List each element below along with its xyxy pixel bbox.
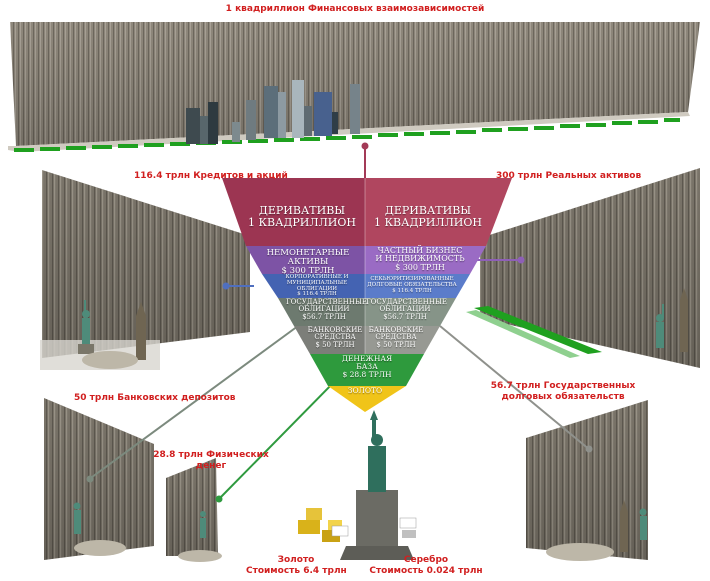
tier-gov-bonds-left [278, 298, 365, 326]
real-assets-ground [466, 306, 602, 358]
label-gold-line2: Стоимость 6.4 трлн [246, 566, 347, 576]
bank-deposits-wall [44, 398, 154, 560]
skyscrapers [186, 80, 360, 144]
tier-gold [328, 386, 406, 412]
tier-text-nonmonetary: НЕМОНЕТАРНЫЕ АКТИВЫ$ 300 ТРЛН [266, 248, 350, 276]
tier-nonmonetary [246, 246, 365, 274]
label-quadrillion: 1 квадриллион Финансовых взаимозависимос… [225, 4, 485, 14]
label-physical-money-line2: денег [195, 461, 227, 471]
tier-monetary-base [310, 354, 424, 386]
label-credit: 116.4 трлн Кредитов и акций [134, 171, 288, 181]
real-assets-wall [466, 168, 700, 368]
label-silver-value: Серебро Стоимость 0.024 трлн [366, 555, 486, 577]
inverted-pyramid [222, 178, 512, 412]
quadrillion-wall [8, 22, 700, 152]
big-ben-left [136, 302, 146, 360]
statue-of-liberty-left [78, 300, 94, 354]
tier-banking-left [294, 326, 365, 354]
statue-physical-money [200, 511, 206, 538]
statue-bank-wall [73, 502, 81, 534]
tier-gov-bonds-right [365, 298, 456, 326]
central-statue-of-liberty [340, 410, 414, 560]
gov-bonds-wall [526, 400, 648, 561]
big-ben-gov-bonds [620, 500, 628, 552]
top-ground-strip [14, 118, 680, 152]
label-gov-bonds-line1: 56.7 трлн Государственных [490, 381, 636, 391]
colosseum-left [82, 351, 138, 369]
tier-securitized [365, 274, 470, 298]
label-gov-bonds-line2: долговых обязательств [501, 392, 625, 402]
physical-money-wall [166, 458, 222, 562]
label-physical-money-line1: 28.8 трлн Физических [153, 450, 269, 460]
connector-lines [86, 142, 593, 503]
tier-banking-right [365, 326, 440, 354]
big-ben-right [680, 288, 688, 352]
label-silver-line2: Стоимость 0.024 трлн [369, 566, 483, 576]
statue-gov-bonds [639, 508, 647, 540]
gold-pallets [298, 508, 349, 542]
label-real-assets: 300 трлн Реальных активов [496, 171, 642, 181]
tier-text-gold: ЗОЛОТО [347, 386, 383, 395]
tier-derivatives-left [222, 178, 365, 246]
label-gov-bonds: 56.7 трлн Государственных долговых обяза… [488, 381, 638, 403]
label-bank-deposits: 50 трлн Банковских депозитов [74, 393, 236, 403]
label-gold-line1: Золото [277, 555, 315, 565]
label-physical-money: 28.8 трлн Физических денег [146, 450, 276, 472]
tier-private-business [365, 246, 486, 274]
label-gold-value: Золото Стоимость 6.4 трлн [246, 555, 347, 577]
credit-wall [40, 170, 250, 370]
statue-of-liberty-right [656, 304, 664, 348]
tier-corporate [262, 274, 365, 298]
tier-derivatives-right [365, 178, 512, 246]
label-silver-line1: Серебро [403, 555, 449, 565]
silver-pallet [399, 517, 417, 538]
